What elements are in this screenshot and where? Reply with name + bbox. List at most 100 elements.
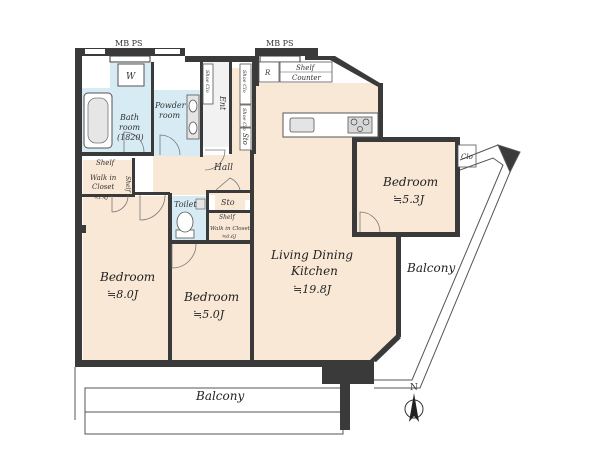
shelf-wic2-label: Shelf xyxy=(219,214,236,221)
door-ent xyxy=(204,149,226,171)
balcony-bottom-post xyxy=(340,370,350,430)
bedroom-mid-floor xyxy=(172,243,250,361)
fridge-box xyxy=(258,61,280,83)
wall-toilet-bottom xyxy=(170,240,250,244)
door-bedroom-mid xyxy=(171,243,197,269)
burner-2 xyxy=(362,118,370,126)
wall-bedroom-left-mid xyxy=(82,225,86,233)
bedroom-left-label: Bedroom xyxy=(99,270,155,284)
wall-top-left xyxy=(75,48,185,56)
balcony-right-corner xyxy=(497,144,521,174)
powder-label: Powder xyxy=(154,101,187,110)
wall-bedroom-right-top xyxy=(352,137,460,142)
wall-left-outer xyxy=(75,48,82,366)
wall-bedroom-right-bottom xyxy=(352,232,460,237)
wall-ldk-southeast xyxy=(370,335,401,362)
balcony-bottom-label: Balcony xyxy=(195,389,244,403)
shoe-clo-c-label: Shoe Clo xyxy=(241,108,247,131)
bedroom-right-size: ≒5.3J xyxy=(393,193,425,206)
walk-in-label: Walk in xyxy=(90,174,117,182)
wic-size-label: ≒1.4J xyxy=(94,195,109,201)
shoe-closets xyxy=(202,63,252,151)
washer-box xyxy=(117,63,145,87)
window-left xyxy=(85,49,105,54)
wall-bath-right xyxy=(151,62,154,156)
ldk-line2-label: Kitchen xyxy=(290,264,338,278)
clo-label: Clo xyxy=(461,153,473,161)
wall-ldk-east xyxy=(396,237,401,337)
wall-bed-left-right xyxy=(168,193,172,363)
bath-size-label: (1820) xyxy=(117,133,144,142)
balcony-right-label: Balcony xyxy=(406,261,455,275)
balcony-right-inner xyxy=(374,157,504,381)
washer-label: W xyxy=(126,72,136,82)
door-swings xyxy=(111,131,381,269)
wic-right-floor xyxy=(208,212,250,242)
wall-powder-right xyxy=(200,62,203,157)
shoe-clo-b-label: Shoe Clo xyxy=(241,70,247,93)
wall-toilet-right xyxy=(206,192,209,242)
powder-room-label: room xyxy=(159,111,180,120)
ldk-size-label: ≒19.8J xyxy=(293,283,332,296)
ldk-line1-label: Living Dining xyxy=(270,248,353,262)
wall-top-mid xyxy=(185,56,257,62)
shelf-wic-label: Shelf xyxy=(96,159,116,167)
toilet-label: Toilet xyxy=(174,200,197,209)
sto-hall-label: Sto xyxy=(221,198,235,207)
door-bedroom-left xyxy=(139,194,166,221)
bedroom-left-floor xyxy=(83,196,171,361)
shoe-clo-left-box xyxy=(202,63,214,105)
burner-3 xyxy=(357,126,363,132)
bath-label: Bath xyxy=(119,113,139,122)
wic-left-floor xyxy=(83,160,133,205)
door-hall xyxy=(215,177,241,191)
bedroom-left-size: ≒8.0J xyxy=(107,288,139,301)
wall-bottom xyxy=(75,360,325,367)
shelf-kitchen-label: Shelf xyxy=(296,64,316,72)
wall-bedroom-right-right xyxy=(455,137,460,237)
wall-sto-top xyxy=(206,190,250,193)
wic2-label: Walk in Closet xyxy=(210,226,251,232)
toilet-bowl xyxy=(176,211,194,233)
wall-ldk-left xyxy=(250,150,254,362)
wall-kitchen-top xyxy=(255,56,259,86)
wall-ldk-right-upper xyxy=(378,83,383,140)
north-arrow-icon: N xyxy=(404,383,424,422)
bedroom-mid-size: ≒5.0J xyxy=(193,308,225,321)
shelf-side-label: Shelf xyxy=(124,176,131,193)
powder-sinks xyxy=(186,94,200,140)
door-bedroom-right xyxy=(359,211,381,233)
toilet-sink xyxy=(195,198,206,210)
toilet-fixture xyxy=(175,198,206,239)
bathtub-inner xyxy=(87,97,109,144)
bedroom-mid-label: Bedroom xyxy=(183,290,239,304)
shoe-clo-right-box-b xyxy=(239,104,252,128)
wall-wic-bottom xyxy=(82,194,132,197)
kitchen-stove xyxy=(347,116,373,134)
wall-ent-right xyxy=(229,62,232,154)
balcony-outlines xyxy=(74,144,521,435)
wic2-size-label: ≒0.6J xyxy=(222,234,237,240)
sto-hall-floor xyxy=(215,192,245,214)
ldk-floor xyxy=(253,83,398,360)
counter-label: Counter xyxy=(292,74,322,82)
sto-ent-label: Sto xyxy=(241,133,249,145)
wall-shoe-right xyxy=(252,62,256,154)
mb-ps-right-box xyxy=(259,55,301,63)
north-label: N xyxy=(410,383,418,393)
shoe-clo-right-box-a xyxy=(239,63,252,105)
wall-wic-right xyxy=(132,158,135,197)
mb-ps-left-box xyxy=(109,55,151,63)
sink-2 xyxy=(188,121,198,135)
kitchen-fixtures xyxy=(258,61,379,138)
ent-label: Ent xyxy=(218,95,227,111)
bath-room-label: room xyxy=(119,123,140,132)
sink-1 xyxy=(188,99,198,113)
wall-sto-bottom xyxy=(209,210,250,213)
wall-bedroom-right-left xyxy=(352,137,357,237)
shoe-clo-a-label: Shoe Clo xyxy=(204,70,210,93)
north-arrow-needle xyxy=(409,393,419,422)
bedroom-right-label: Bedroom xyxy=(382,175,438,189)
door-wic xyxy=(111,195,129,213)
